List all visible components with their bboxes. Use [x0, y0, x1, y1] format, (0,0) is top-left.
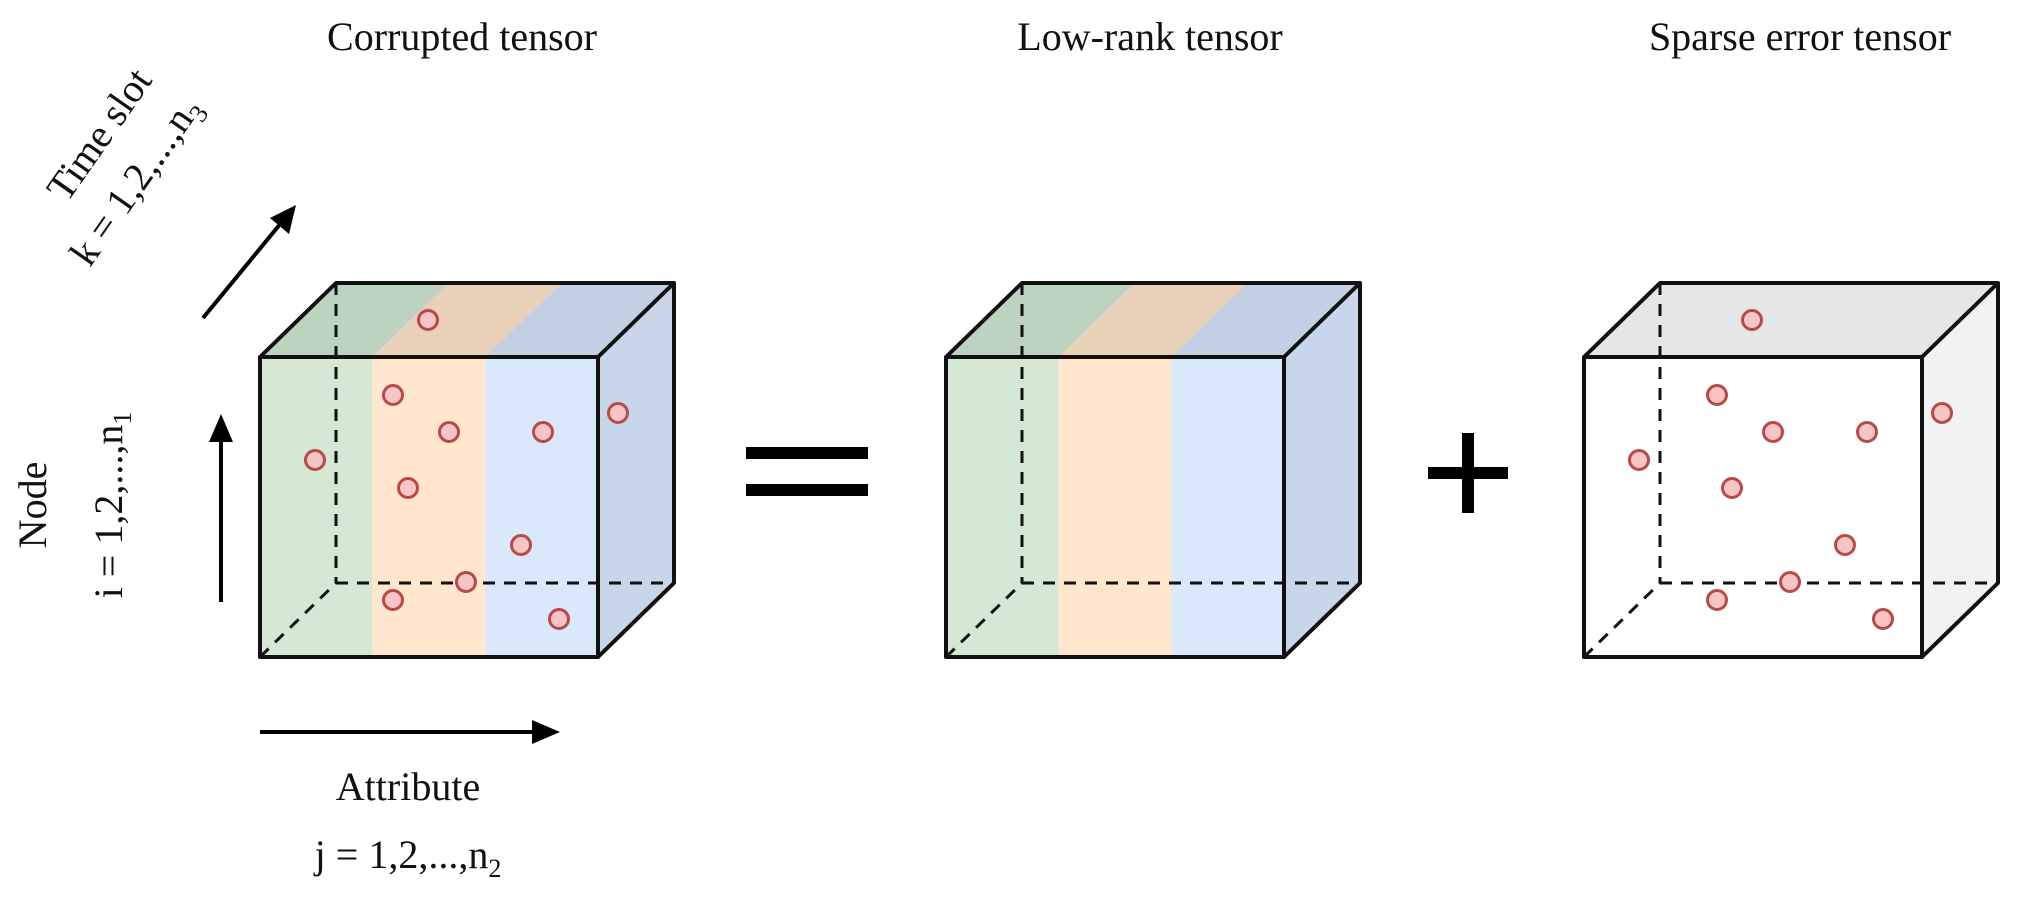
top-edges [1582, 281, 2000, 359]
top-slice-2 [372, 283, 562, 357]
front-edges [944, 355, 1286, 659]
error-point-7 [1721, 477, 1743, 499]
front-slice-2 [1058, 357, 1172, 657]
error-point-11 [1872, 608, 1894, 630]
title-corrupted-tensor: Corrupted tensor [327, 14, 597, 59]
side-face [598, 283, 674, 657]
front-slice-3 [485, 357, 598, 657]
side-face [1284, 283, 1360, 657]
top-edges [944, 281, 1362, 359]
error-point-1 [1741, 309, 1763, 331]
front-slice-1 [946, 357, 1059, 657]
error-point-3 [1762, 421, 1784, 443]
side-edges [596, 283, 676, 659]
error-point-8 [510, 534, 532, 556]
top-slice-3 [1171, 283, 1360, 357]
node-label: Node [10, 462, 55, 549]
attribute-label: Attribute [336, 764, 480, 809]
front-slice-1 [260, 357, 373, 657]
attribute-index: j = 1,2,...,n2 [313, 832, 502, 883]
front-slice-3 [1171, 357, 1284, 657]
error-point-10 [382, 589, 404, 611]
side-edges [1920, 283, 2000, 659]
title-sparse-error-tensor: Sparse error tensor [1649, 14, 1951, 59]
error-point-11 [548, 608, 570, 630]
title-low-rank-tensor: Low-rank tensor [1017, 14, 1282, 59]
error-point-6 [304, 449, 326, 471]
error-point-9 [1779, 571, 1801, 593]
error-point-5 [1931, 402, 1953, 424]
hidden-edge [258, 581, 338, 659]
side-edges [1282, 283, 1362, 659]
error-point-4 [532, 421, 554, 443]
hidden-edge [944, 581, 1024, 659]
error-point-2 [1706, 384, 1728, 406]
sparse-error-tensor-cube [1582, 281, 2000, 659]
top-edges [258, 281, 676, 359]
node-index: i = 1,2,...,n1 [86, 412, 137, 599]
corrupted-tensor-cube [258, 281, 676, 659]
error-point-3 [438, 421, 460, 443]
error-point-7 [397, 477, 419, 499]
error-point-8 [1834, 534, 1856, 556]
top-face [1584, 283, 1998, 357]
error-point-2 [382, 384, 404, 406]
hidden-edge [1582, 581, 1662, 659]
time-slot-arrow [201, 205, 296, 320]
error-point-1 [417, 309, 439, 331]
top-slice-3 [485, 283, 674, 357]
equals-operator: = [746, 447, 868, 496]
plus-operator: + [1428, 433, 1508, 513]
error-point-5 [607, 402, 629, 424]
front-face [1584, 357, 1922, 657]
top-slice-2 [1058, 283, 1248, 357]
low-rank-tensor-cube [944, 281, 1362, 659]
error-point-10 [1706, 589, 1728, 611]
attribute-arrow [260, 720, 560, 744]
front-edges [258, 355, 600, 659]
front-edges [1582, 355, 1924, 659]
error-point-6 [1628, 449, 1650, 471]
node-arrow [209, 414, 233, 602]
top-slice-1 [260, 283, 449, 357]
top-slice-1 [946, 283, 1135, 357]
error-point-9 [455, 571, 477, 593]
error-point-4 [1856, 421, 1878, 443]
side-face [1922, 283, 1998, 657]
